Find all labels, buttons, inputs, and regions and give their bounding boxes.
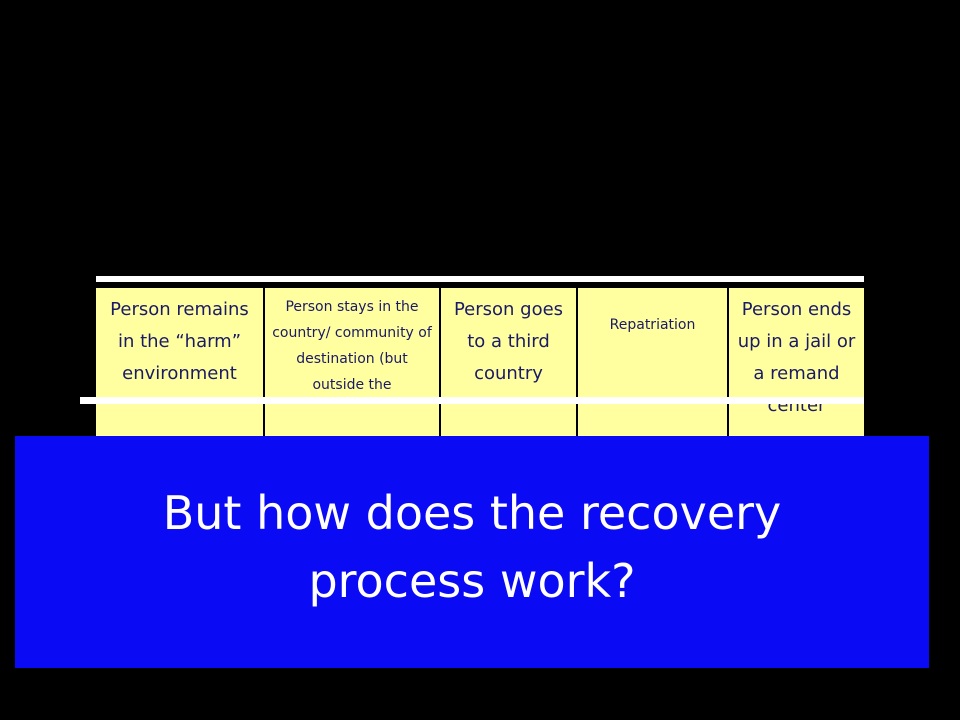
table-cell-jail-or-remand: Person ends up in a jail or a remand cen… bbox=[729, 288, 864, 448]
table-cell-label: Person goes to a third country bbox=[453, 299, 564, 384]
banner-text: But how does the recovery process work? bbox=[162, 486, 782, 608]
table-cell-third-country: Person goes to a third country bbox=[441, 288, 576, 448]
table-cell-label: Repatriation bbox=[609, 317, 696, 333]
table-middle-rule bbox=[80, 397, 864, 404]
table-cell-remains-in-harm: Person remains in the “harm” environment bbox=[96, 288, 263, 448]
table-cell-label: Person stays in the country/ community o… bbox=[272, 299, 432, 393]
table-top-rule bbox=[96, 276, 864, 282]
table-cell-label: Person remains in the “harm” environment bbox=[110, 299, 249, 384]
table-cell-stays-in-destination: Person stays in the country/ community o… bbox=[265, 288, 439, 448]
question-banner: But how does the recovery process work? bbox=[15, 436, 929, 668]
table-cell-repatriation: Repatriation bbox=[578, 288, 727, 448]
